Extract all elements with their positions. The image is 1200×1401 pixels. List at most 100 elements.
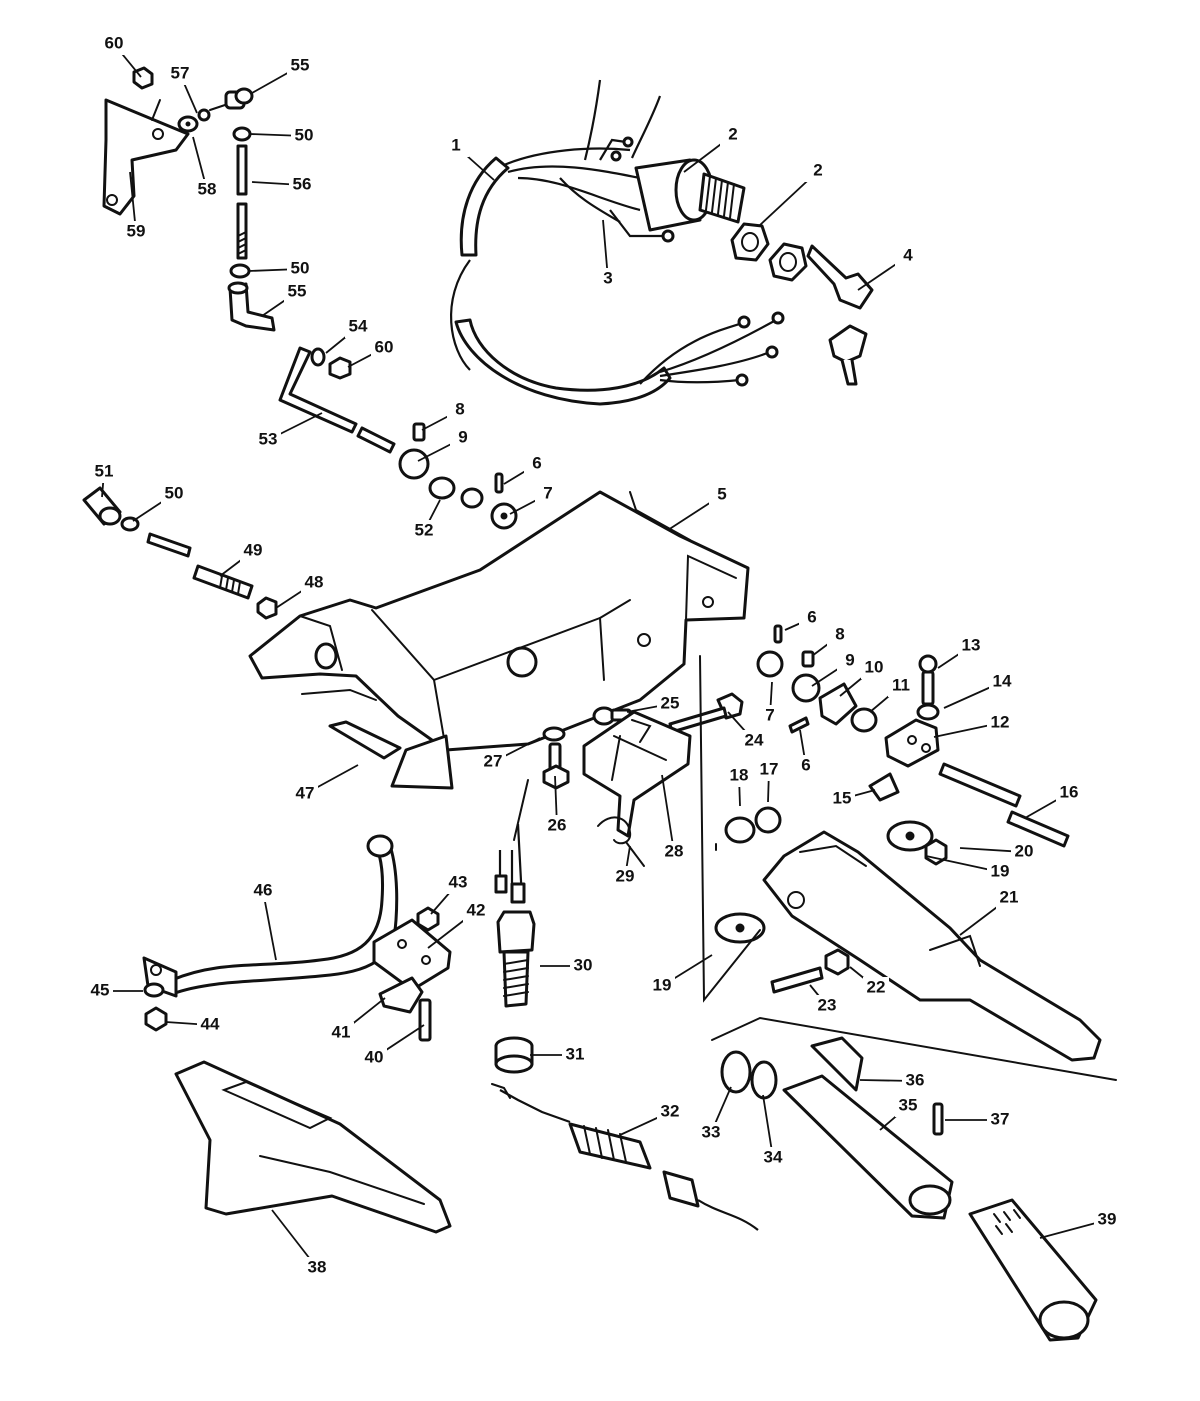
callout-c57: 57	[171, 63, 190, 82]
nut-2b	[768, 242, 808, 282]
callout-c40: 40	[365, 1047, 384, 1066]
callout-bg-c15	[829, 788, 855, 810]
callout-bg-c6b	[799, 607, 825, 629]
pin-6c	[788, 716, 810, 734]
collar-9a	[398, 448, 430, 480]
callout-bg-c30	[570, 955, 596, 977]
callout-c34: 34	[764, 1147, 783, 1166]
callout-bg-c50a	[291, 125, 317, 147]
cable-46	[142, 834, 399, 998]
tiller-handle-21	[762, 830, 1102, 1062]
callout-bg-c24	[741, 730, 767, 752]
callout-bg-c48	[301, 572, 327, 594]
reference-lines	[151, 99, 1117, 1081]
callout-bg-c59	[123, 221, 149, 243]
callout-c1: 1	[451, 135, 460, 154]
callout-bg-c50b	[287, 258, 313, 280]
screw-13	[918, 654, 938, 706]
callout-c28: 28	[665, 841, 684, 860]
leader-line-c28	[661, 774, 675, 853]
callout-bg-c40	[361, 1047, 387, 1069]
callout-c5: 5	[717, 484, 726, 503]
callout-bg-c60b	[371, 337, 397, 359]
callout-c6a: 6	[532, 453, 541, 472]
callout-bg-c56	[289, 174, 315, 196]
lever-12	[884, 718, 940, 768]
grip-39	[968, 1198, 1098, 1342]
shift-rod-53	[278, 346, 396, 454]
callout-bg-c8a	[447, 399, 473, 421]
callout-bg-c2a	[720, 124, 746, 146]
callout-bg-c16	[1056, 782, 1082, 804]
callout-c14: 14	[993, 671, 1012, 690]
callout-bg-c53	[255, 429, 281, 451]
plate-41	[378, 976, 424, 1014]
plate-42	[372, 918, 452, 992]
callout-bg-c11	[888, 675, 914, 697]
callout-c25: 25	[661, 693, 680, 712]
callout-c19b: 19	[653, 975, 672, 994]
callout-c18: 18	[730, 765, 749, 784]
stud-40	[418, 998, 432, 1042]
grip-sleeve-35	[782, 1074, 954, 1220]
callout-c50a: 50	[295, 125, 314, 144]
callout-bg-c17	[756, 759, 782, 781]
bolt-24	[668, 692, 744, 734]
callout-c9a: 9	[458, 427, 467, 446]
callout-bg-c18	[726, 765, 752, 787]
callout-bg-c34	[760, 1147, 786, 1169]
washer-14	[916, 703, 940, 721]
callout-bg-c1	[443, 135, 469, 157]
callout-bg-c42	[463, 900, 489, 922]
o-ring-33	[720, 1050, 752, 1094]
callout-bg-c49	[240, 540, 266, 562]
callout-c58: 58	[198, 179, 217, 198]
callout-c55b: 55	[288, 281, 307, 300]
washer-27	[542, 726, 566, 742]
switch-wires	[494, 823, 526, 904]
bushing-18	[724, 816, 756, 844]
callout-c59: 59	[127, 221, 146, 240]
callout-c38: 38	[308, 1257, 327, 1276]
callout-bg-c23	[814, 995, 840, 1017]
callout-c36: 36	[906, 1070, 925, 1089]
washer-19b	[714, 912, 766, 944]
callout-c3: 3	[603, 268, 612, 287]
callout-c2b: 2	[813, 160, 822, 179]
callout-c20: 20	[1015, 841, 1034, 860]
callout-c47: 47	[296, 783, 315, 802]
callout-bg-c9b	[837, 650, 863, 672]
nut-2a	[730, 222, 770, 262]
callout-c26: 26	[548, 815, 567, 834]
callout-c44: 44	[201, 1014, 220, 1033]
lower-cowl-38	[174, 1060, 452, 1234]
callout-c9b: 9	[845, 650, 854, 669]
callout-bg-c9a	[450, 427, 476, 449]
bracket-28	[582, 710, 692, 838]
callout-c13: 13	[962, 635, 981, 654]
bushing-11	[850, 707, 878, 733]
callout-bg-c7b	[757, 705, 783, 727]
washer-19a	[886, 820, 934, 852]
callout-c33: 33	[702, 1122, 721, 1141]
callout-bg-c25	[657, 693, 683, 715]
callout-c4: 4	[903, 245, 913, 264]
callout-bg-c4	[895, 245, 921, 267]
rod-16	[938, 762, 1070, 848]
nut-31	[494, 1036, 534, 1074]
callout-bg-c54	[345, 316, 371, 338]
bar-47	[328, 720, 454, 790]
callout-bg-c12	[987, 712, 1013, 734]
callout-bg-c10	[861, 657, 887, 679]
washer-58	[177, 115, 199, 133]
callout-bg-c57	[167, 63, 193, 85]
collar-9b	[791, 673, 821, 703]
nut-48	[256, 596, 278, 620]
callout-c2a: 2	[728, 124, 737, 143]
cable-32	[491, 1083, 759, 1231]
callout-c31: 31	[566, 1044, 585, 1063]
callout-c15: 15	[833, 788, 852, 807]
callout-bg-c37	[987, 1109, 1013, 1131]
